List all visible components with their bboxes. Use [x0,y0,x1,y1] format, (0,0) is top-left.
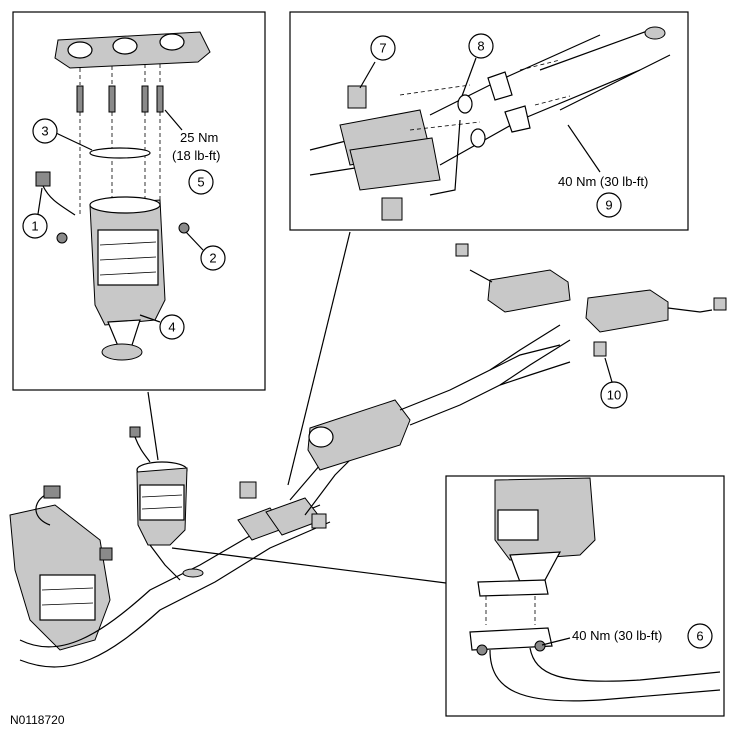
nut-right [178,222,190,234]
detail-box-manifold [12,11,266,391]
catalytic-converter-detail [89,196,166,361]
callout-4 [159,314,185,340]
callout-1 [22,213,48,239]
flange-upper [487,71,513,101]
center-muffler [307,399,411,471]
nut-left [56,232,68,244]
callout-6-label: 6 [696,629,703,644]
gasket-upper [457,94,473,114]
flange-upper-plate [477,579,549,597]
callout-10-label: 10 [607,388,621,403]
torque-converter-flange: 40 Nm (30 lb-ft) [572,628,662,643]
callout-9-label: 9 [605,198,612,213]
isolator-lower [381,197,403,221]
gasket-ring [89,147,151,159]
callout-6 [687,623,713,649]
callout-7-label: 7 [379,41,386,56]
callout-1-label: 1 [31,219,38,234]
converter-outlet-detail [494,477,596,583]
torque-manifold-lbft: (18 lb-ft) [172,148,220,163]
flange-lower [504,105,531,133]
callout-4-label: 4 [168,320,175,335]
detail-box-converter-flange [445,475,725,717]
flange-lower-plate [469,627,553,651]
isolator-rear [593,341,607,357]
manifold-studs [76,64,164,215]
callout-2 [200,245,226,271]
callout-8-label: 8 [477,39,484,54]
callout-5-label: 5 [197,175,204,190]
callout-8 [468,33,494,59]
callout-3-label: 3 [41,124,48,139]
oxygen-sensor-detail [35,171,76,216]
callout-3 [32,118,58,144]
catalytic-converter-center [129,426,188,546]
gasket-lower [470,128,486,148]
callout-9 [596,192,622,218]
callout-10 [600,381,628,409]
manifold-converter-left [9,485,113,651]
callout-2-label: 2 [209,251,216,266]
figure-id: N0118720 [10,713,65,727]
main-exhaust-assembly [9,243,727,668]
rear-mufflers [455,243,727,357]
callout-5 [188,169,214,195]
muffler-inlet-pair [339,109,441,191]
torque-muffler-flange: 40 Nm (30 lb-ft) [558,174,648,189]
exhaust-manifold-flange [54,31,211,69]
torque-manifold-nm: 25 Nm [180,130,218,145]
isolator-upper [347,85,367,109]
callout-7 [370,35,396,61]
